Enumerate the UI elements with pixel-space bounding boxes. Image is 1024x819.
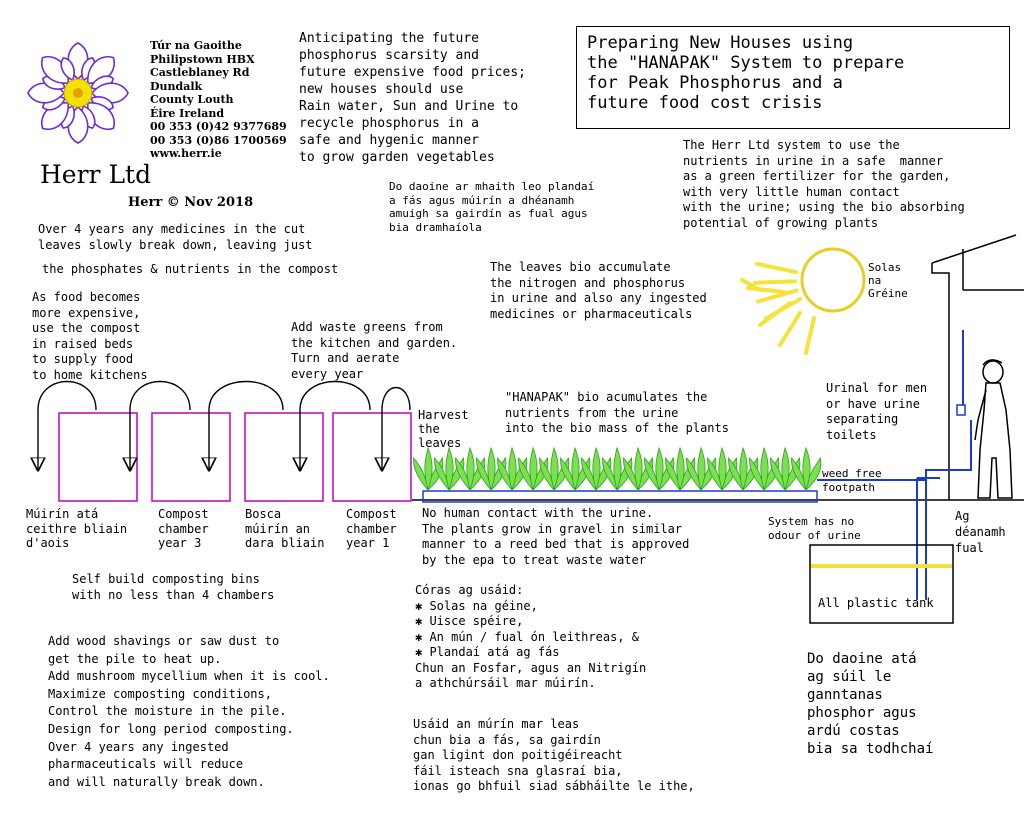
- plant-leaf: [802, 446, 811, 492]
- plant-leaf: [718, 446, 727, 492]
- bin-1-label: Múirín atá ceithre bliain d'aois: [26, 507, 128, 550]
- turning-arrows: [38, 380, 411, 471]
- hanapak-text: "HANAPAK" bio acumulates the nutrients f…: [505, 390, 729, 435]
- medicines-compost-text: Over 4 years any medicines in the cut le…: [38, 222, 313, 252]
- bin-3-label: Bosca múirín an dara bliain: [245, 507, 325, 550]
- house-outline: [931, 234, 1024, 500]
- harvest-text: Harvest the leaves: [418, 408, 469, 450]
- plant-leaf: [424, 446, 433, 492]
- sun-icon: [740, 247, 866, 355]
- compost-bin-year-3: [151, 412, 231, 502]
- address-block: Túr na Gaoithe Philipstown HBX Castlebla…: [150, 39, 287, 160]
- plant-leaf: [550, 446, 559, 492]
- plant-leaf: [571, 446, 580, 492]
- plant-leaf: [739, 446, 748, 492]
- leaves-accumulate-text: The leaves bio accumulate the nitrogen a…: [490, 260, 707, 321]
- tank-label: All plastic tank: [818, 596, 934, 610]
- phosphates-text: the phosphates & nutrients in the compos…: [42, 262, 339, 276]
- plant-leaf: [445, 446, 454, 492]
- coras-text: Córas ag usáid: ✱ Solas na géine, ✱ Uisc…: [415, 583, 647, 690]
- do-daoine-text: Do daoine atá ag súil le ganntanas phosp…: [807, 651, 934, 757]
- plants-row: [413, 446, 822, 492]
- page-title: Preparing New Houses using the "HANAPAK"…: [587, 33, 905, 113]
- sun-ray: [758, 301, 792, 327]
- plant-leaf: [508, 446, 517, 492]
- plant-leaf: [466, 446, 475, 492]
- waste-greens-text: Add waste greens from the kitchen and ga…: [291, 320, 458, 381]
- compost-bins: [58, 412, 412, 502]
- plant-leaf: [592, 446, 601, 492]
- sun-ray: [756, 288, 799, 304]
- self-build-text: Self build composting bins with no less …: [72, 572, 275, 602]
- copyright-line: Herr © Nov 2018: [128, 195, 254, 210]
- anticipating-text: Anticipating the future phosphorus scars…: [299, 31, 526, 165]
- man-figure-icon: [974, 359, 1013, 499]
- compost-bin-year-1: [332, 412, 412, 502]
- plant-leaf: [487, 446, 496, 492]
- sun-ray: [804, 316, 816, 355]
- herr-system-text: The Herr Ltd system to use the nutrients…: [683, 138, 965, 230]
- gravel-bed: [422, 490, 818, 503]
- compost-bin-4-years: [58, 412, 138, 502]
- bin-2-label: Compost chamber year 3: [158, 507, 209, 550]
- plant-leaf: [529, 446, 538, 492]
- plant-leaf: [781, 446, 790, 492]
- irish-plants-text: Do daoine ar mhaith leo plandaí a fás ag…: [389, 180, 595, 234]
- compost-bin-year-2: [244, 412, 324, 502]
- urine-pipe: [817, 330, 972, 600]
- plant-leaf: [760, 446, 769, 492]
- solas-label: Solas na Gréine: [868, 261, 908, 300]
- plant-leaf: [655, 446, 664, 492]
- food-expensive-text: As food becomes more expensive, use the …: [32, 290, 148, 382]
- company-name: Herr Ltd: [40, 160, 152, 189]
- plant-leaf: [613, 446, 622, 492]
- plant-leaf: [676, 446, 685, 492]
- urinal-text: Urinal for men or have urine separating …: [826, 381, 928, 442]
- flower-logo-icon: [27, 42, 129, 144]
- title-box: Preparing New Houses using the "HANAPAK"…: [576, 26, 1010, 129]
- sun-ray: [753, 279, 798, 285]
- ag-deanamh-text: Ag déanamh fual: [955, 509, 1006, 555]
- flower-inner-petal: [60, 57, 75, 82]
- no-contact-text: No human contact with the urine. The pla…: [422, 506, 690, 567]
- plant-leaf: [697, 446, 706, 492]
- no-odour-text: System has no odour of urine: [768, 515, 861, 542]
- plant-leaf: [634, 446, 643, 492]
- sun-ray: [754, 261, 798, 275]
- wood-shavings-text: Add wood shavings or saw dust to get the…: [48, 634, 330, 789]
- sun-ray: [778, 311, 802, 347]
- plastic-tank: [809, 544, 954, 624]
- bin-4-label: Compost chamber year 1: [346, 507, 397, 550]
- urinal-fixture: [956, 404, 966, 416]
- usaid-text: Usáid an múrín mar leas chun bia a fás, …: [413, 717, 695, 793]
- sun-ray: [740, 278, 762, 292]
- weed-free-text: weed free footpath: [822, 467, 882, 494]
